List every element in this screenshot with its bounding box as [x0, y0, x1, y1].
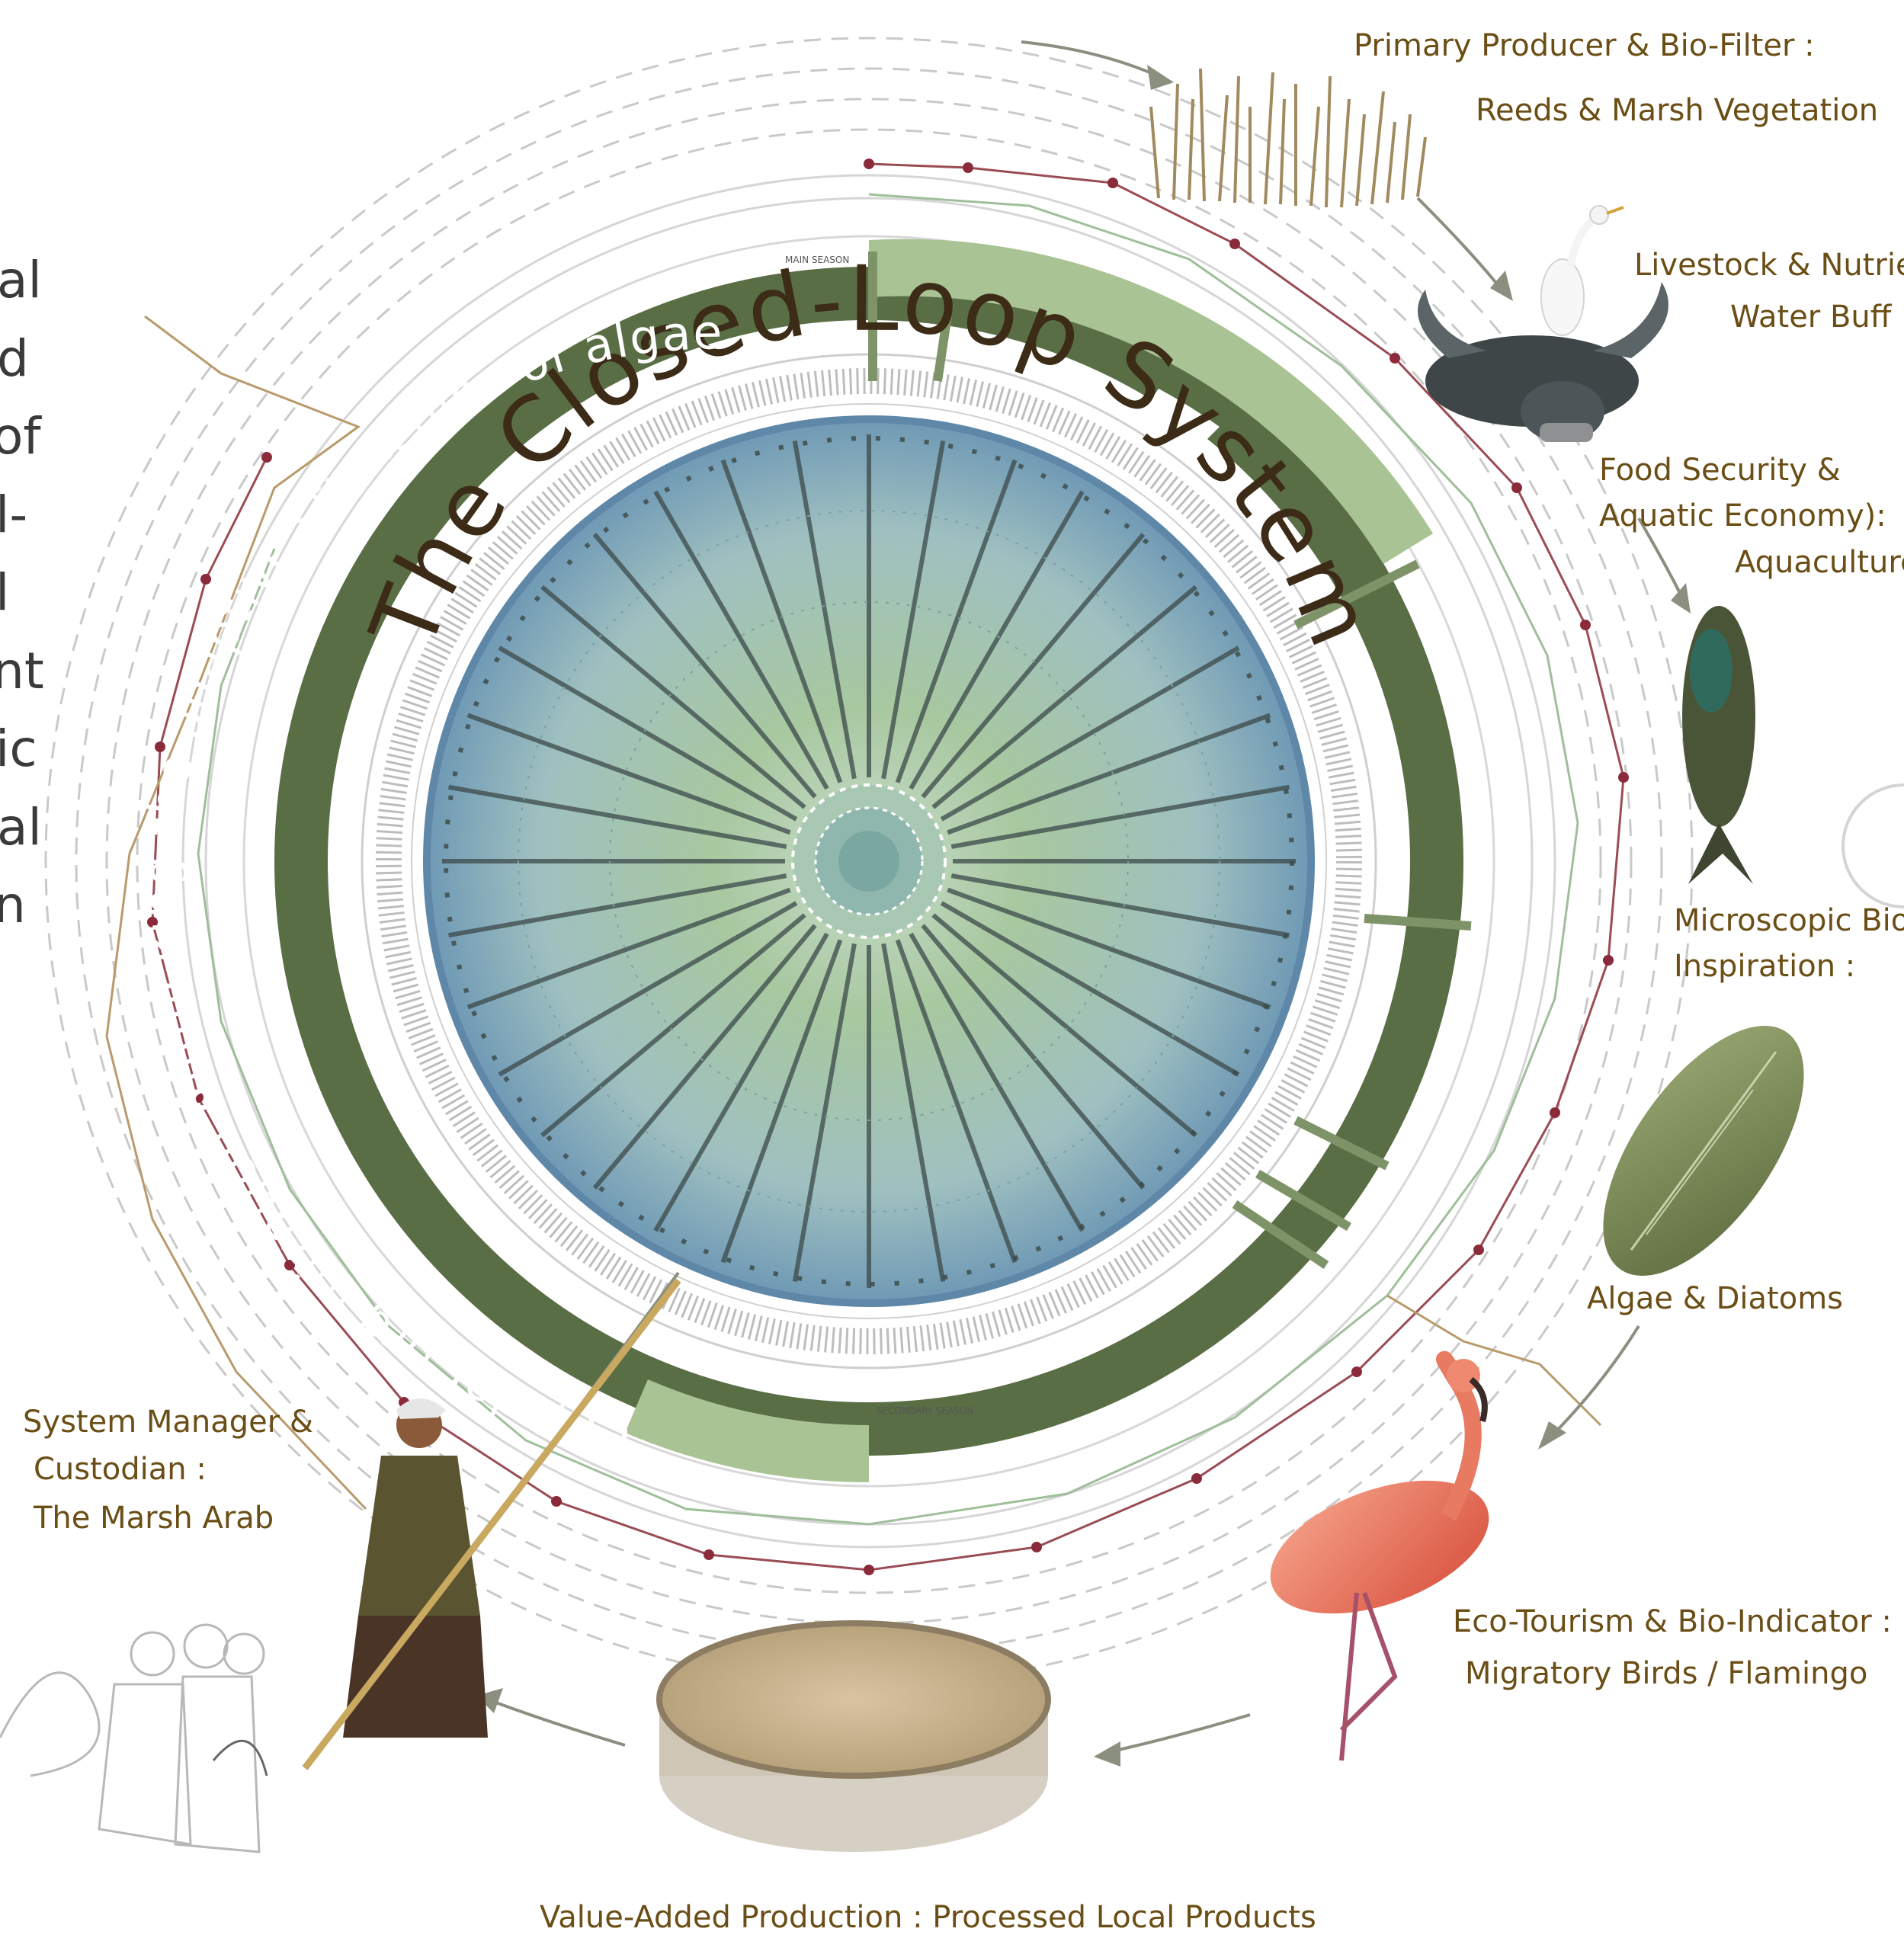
left-text-fragment: of	[0, 412, 41, 462]
fish-icon	[1682, 606, 1755, 884]
left-text-fragment: nt	[0, 646, 44, 697]
system-manager-detail: The Marsh Arab	[34, 1503, 274, 1533]
value-added-title: Value-Added Production : Processed Local…	[540, 1902, 1316, 1933]
sketch-figures-icon	[0, 1625, 267, 1852]
food-security-title: Food Security &	[1599, 455, 1841, 485]
left-text-fragment: al	[0, 803, 42, 853]
livestock-subtitle: Water Buff	[1730, 302, 1891, 332]
left-text-fragment: ic	[0, 724, 37, 774]
algae-title: Algae & Diatoms	[1587, 1283, 1843, 1314]
diatom-disc	[427, 419, 1311, 1303]
eco-tourism-subtitle: Migratory Birds / Flamingo	[1465, 1658, 1867, 1689]
microscopic-title: Microscopic Bio	[1674, 905, 1904, 936]
flamingo-icon	[1252, 1359, 1506, 1760]
season-label-main: MAIN SEASON	[785, 255, 849, 265]
food-security-detail: Aquaculture	[1735, 547, 1904, 578]
left-text-fragment: al	[0, 255, 42, 306]
left-text-fragment: l-	[0, 490, 27, 540]
diatom-icon	[1564, 993, 1842, 1309]
reeds-icon	[1151, 69, 1425, 207]
season-label-secondary: SECONDARY SEASON	[877, 1405, 973, 1416]
side-circle-fragment	[1843, 785, 1904, 907]
eco-tourism-title: Eco-Tourism & Bio-Indicator :	[1453, 1607, 1892, 1637]
system-manager-title: System Manager &	[23, 1407, 313, 1437]
food-security-subtitle: Aquatic Economy):	[1599, 501, 1886, 531]
egret-icon	[1541, 206, 1624, 335]
livestock-title: Livestock & Nutrie	[1634, 250, 1904, 280]
left-text-fragment: d	[0, 334, 29, 384]
left-text-fragment: l	[0, 568, 9, 618]
primary-producer-title: Primary Producer & Bio-Filter :	[1354, 30, 1815, 61]
grain-basket-icon	[659, 1623, 1048, 1852]
primary-producer-subtitle: Reeds & Marsh Vegetation	[1476, 95, 1878, 126]
left-text-fragment: n	[0, 880, 26, 931]
microscopic-subtitle: Inspiration :	[1674, 951, 1855, 982]
system-manager-subtitle: Custodian :	[34, 1454, 207, 1485]
